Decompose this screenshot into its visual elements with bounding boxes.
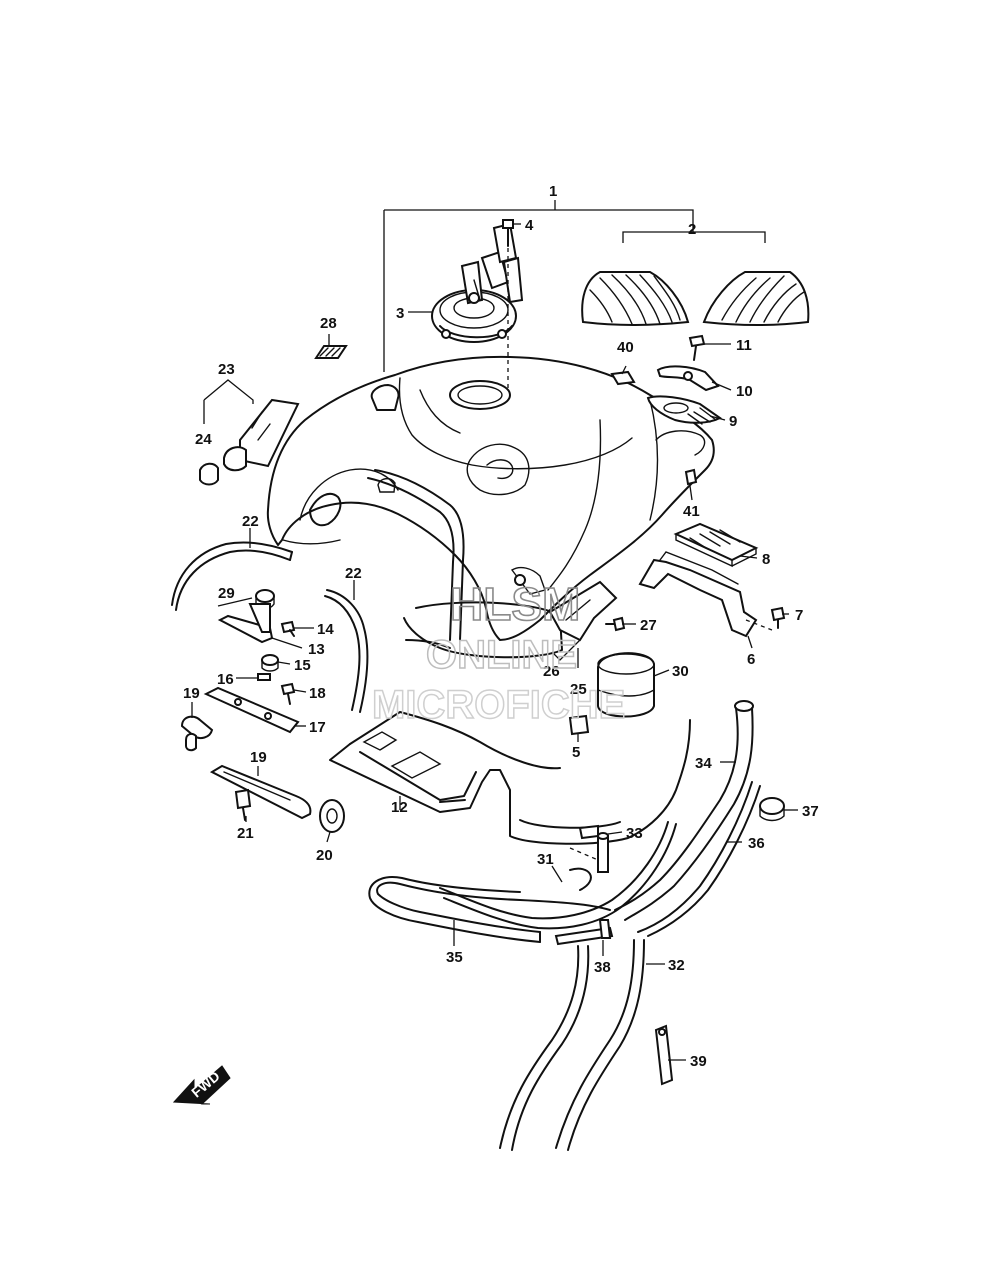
callout-35: 35 xyxy=(446,949,463,966)
cap-24 xyxy=(199,462,219,486)
callout-37: 37 xyxy=(802,803,819,820)
callout-19-lower: 19 xyxy=(250,749,267,766)
bolt-4 xyxy=(502,219,514,247)
hose-22-right xyxy=(324,589,369,713)
callout-27: 27 xyxy=(640,617,657,634)
grommet-15 xyxy=(261,654,279,672)
callout-22-left: 22 xyxy=(242,513,259,530)
bolt-21 xyxy=(234,788,252,821)
callout-3: 3 xyxy=(396,305,404,322)
callout-18: 18 xyxy=(309,685,326,702)
bolt-7 xyxy=(770,606,786,629)
callout-22-right: 22 xyxy=(345,565,362,582)
grommet-20 xyxy=(319,799,345,833)
bracket-6 xyxy=(638,551,773,638)
callout-12: 12 xyxy=(391,799,408,816)
watermark-line2: ONLINE xyxy=(426,633,577,677)
callout-15: 15 xyxy=(294,657,311,674)
knee-pad-left xyxy=(581,271,690,326)
callout-13: 13 xyxy=(308,641,325,658)
bracket-25-26 xyxy=(548,580,618,668)
callout-14: 14 xyxy=(317,621,334,638)
hose-32 xyxy=(499,939,645,1151)
rubber-8 xyxy=(673,522,759,568)
joint-33 xyxy=(569,824,609,873)
fuel-tank xyxy=(266,355,715,641)
cushion-5 xyxy=(568,714,590,736)
assembly-bracket-1 xyxy=(383,200,766,372)
callout-30: 30 xyxy=(672,663,689,680)
callout-39: 39 xyxy=(690,1053,707,1070)
callout-6: 6 xyxy=(747,651,755,668)
tank-drain-hose-route xyxy=(367,469,465,641)
clamp-19-lower xyxy=(209,764,312,820)
callout-41: 41 xyxy=(683,503,700,520)
hose-12 xyxy=(329,601,691,845)
hose-22-left xyxy=(171,541,293,611)
callout-10: 10 xyxy=(736,383,753,400)
callout-24: 24 xyxy=(195,431,212,448)
knee-pad-right xyxy=(702,271,810,326)
bracket-23 xyxy=(203,379,300,472)
bracket-17 xyxy=(203,686,300,734)
joint-38 xyxy=(554,919,614,946)
cushion-28 xyxy=(314,345,348,359)
callout-7: 7 xyxy=(795,607,803,624)
callout-20: 20 xyxy=(316,847,333,864)
callout-2: 2 xyxy=(688,221,696,238)
callout-21: 21 xyxy=(237,825,254,842)
bracket-10 xyxy=(656,365,720,392)
cushion-40 xyxy=(610,370,636,386)
callout-9: 9 xyxy=(729,413,737,430)
callout-8: 8 xyxy=(762,551,770,568)
callout-numbers: 1 2 3 4 5 6 7 8 9 10 11 12 13 14 15 16 1… xyxy=(183,183,819,1070)
collar-16 xyxy=(257,673,271,681)
bolt-11 xyxy=(688,334,706,361)
callout-25: 25 xyxy=(570,681,587,698)
callout-4: 4 xyxy=(525,217,534,234)
hose-35 xyxy=(368,876,611,943)
callout-28: 28 xyxy=(320,315,337,332)
callout-17: 17 xyxy=(309,719,326,736)
clamp-19-upper xyxy=(180,715,214,752)
hose-34 xyxy=(614,700,754,921)
clip-39 xyxy=(654,1024,674,1086)
callout-31: 31 xyxy=(537,851,554,868)
watermark-line1: HLSM xyxy=(450,578,580,630)
callout-19-upper: 19 xyxy=(183,685,200,702)
cushion-41 xyxy=(684,468,698,486)
hose-31 xyxy=(439,821,677,930)
callout-36: 36 xyxy=(748,835,765,852)
watermark: HLSM ONLINE MICROFICHE xyxy=(371,577,626,728)
leader-lines xyxy=(191,223,798,1061)
callout-11: 11 xyxy=(736,337,752,354)
callout-38: 38 xyxy=(594,959,611,976)
callout-1: 1 xyxy=(549,183,557,200)
callout-5: 5 xyxy=(572,744,580,761)
callout-34: 34 xyxy=(695,755,712,772)
bolt-18 xyxy=(280,682,296,705)
bolt-14 xyxy=(280,620,296,637)
watermark-line3: MICROFICHE xyxy=(372,683,625,727)
bolt-27 xyxy=(605,616,626,632)
protector-30 xyxy=(597,652,655,718)
callout-16: 16 xyxy=(217,671,234,688)
callout-32: 32 xyxy=(668,957,685,974)
cap-37 xyxy=(759,797,785,822)
callout-40: 40 xyxy=(617,339,634,356)
callout-26: 26 xyxy=(543,663,560,680)
plate-9 xyxy=(646,395,722,425)
fwd-arrow-icon: FWD xyxy=(172,1065,231,1105)
callout-29: 29 xyxy=(218,585,235,602)
callout-33: 33 xyxy=(626,825,643,842)
hose-36 xyxy=(637,781,761,937)
callout-23: 23 xyxy=(218,361,235,378)
bracket-13 xyxy=(217,603,274,644)
